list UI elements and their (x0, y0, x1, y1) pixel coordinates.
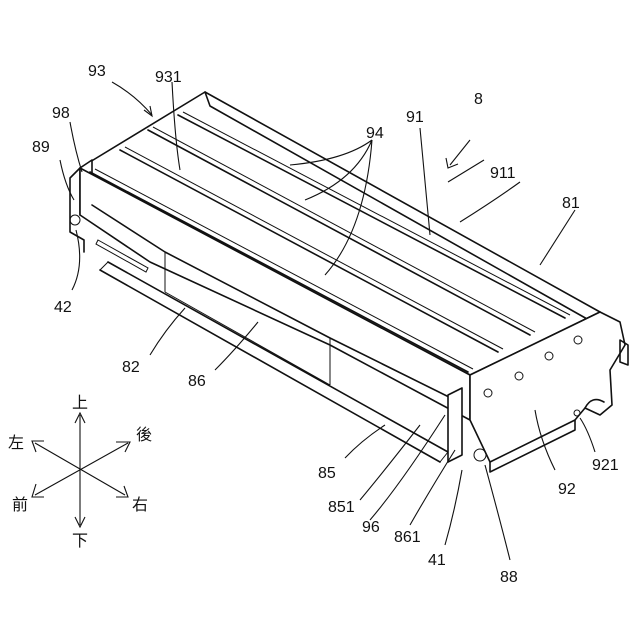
dir-down: 下 (72, 531, 88, 550)
ref-861: 861 (394, 529, 421, 546)
arrow-8 (446, 140, 470, 168)
ref-41: 41 (428, 552, 446, 569)
ref-921: 921 (592, 457, 619, 474)
direction-indicator: 上 下 左 右 前 後 (8, 393, 152, 550)
ref-8: 8 (474, 91, 483, 108)
screw-42 (70, 215, 80, 225)
ref-931: 931 (155, 69, 182, 86)
ref-82: 82 (122, 359, 140, 376)
ref-96: 96 (362, 519, 380, 536)
ref-91: 91 (406, 109, 424, 126)
screw-88 (474, 449, 486, 461)
ref-88: 88 (500, 569, 518, 586)
dir-right: 右 (132, 495, 148, 514)
tray-unit-8 (70, 92, 628, 472)
ref-93: 93 (88, 63, 106, 80)
dir-left: 左 (8, 433, 24, 452)
dir-back: 後 (136, 425, 152, 444)
ref-89: 89 (32, 139, 50, 156)
ref-81: 81 (562, 195, 580, 212)
dir-front: 前 (12, 495, 28, 514)
ref-85: 85 (318, 465, 336, 482)
ref-86: 86 (188, 373, 206, 390)
dir-up: 上 (72, 393, 88, 412)
ref-911: 911 (490, 165, 516, 182)
ref-94: 94 (366, 125, 384, 142)
ref-92: 92 (558, 481, 576, 498)
ref-42: 42 (54, 299, 72, 316)
ref-98: 98 (52, 105, 70, 122)
ref-851: 851 (328, 499, 355, 516)
